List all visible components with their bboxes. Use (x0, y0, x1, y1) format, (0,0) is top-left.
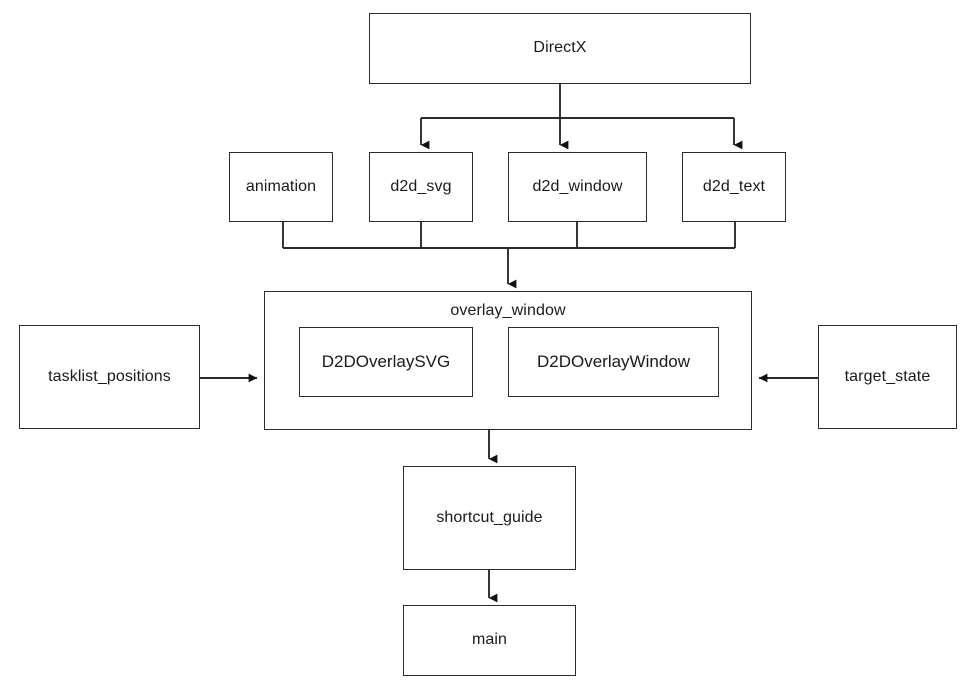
node-main-label: main (471, 631, 508, 649)
node-target-state-label: target_state (844, 367, 931, 385)
node-shortcut-guide[interactable]: shortcut_guide (403, 466, 576, 570)
node-tasklist-positions-label: tasklist_positions (48, 367, 171, 385)
node-d2d-window-label: d2d_window (532, 177, 623, 195)
node-d2doverlaysvg-label: D2DOverlaySVG (321, 352, 451, 371)
group-overlay-window-label: overlay_window (450, 302, 566, 319)
node-main[interactable]: main (403, 605, 576, 676)
node-d2d-svg-label: d2d_svg (390, 177, 452, 195)
node-d2doverlaywindow-label: D2DOverlayWindow (536, 352, 691, 371)
node-directx[interactable]: DirectX (369, 13, 751, 84)
node-target-state[interactable]: target_state (818, 325, 957, 429)
node-d2d-svg[interactable]: d2d_svg (369, 152, 473, 222)
node-directx-label: DirectX (533, 39, 587, 57)
node-d2doverlaywindow[interactable]: D2DOverlayWindow (508, 327, 719, 397)
node-tasklist-positions[interactable]: tasklist_positions (19, 325, 200, 429)
node-animation[interactable]: animation (229, 152, 333, 222)
node-d2doverlaysvg[interactable]: D2DOverlaySVG (299, 327, 473, 397)
node-shortcut-guide-label: shortcut_guide (436, 508, 543, 526)
node-animation-label: animation (245, 177, 317, 195)
node-d2d-text[interactable]: d2d_text (682, 152, 786, 222)
node-d2d-text-label: d2d_text (702, 177, 766, 195)
node-d2d-window[interactable]: d2d_window (508, 152, 647, 222)
